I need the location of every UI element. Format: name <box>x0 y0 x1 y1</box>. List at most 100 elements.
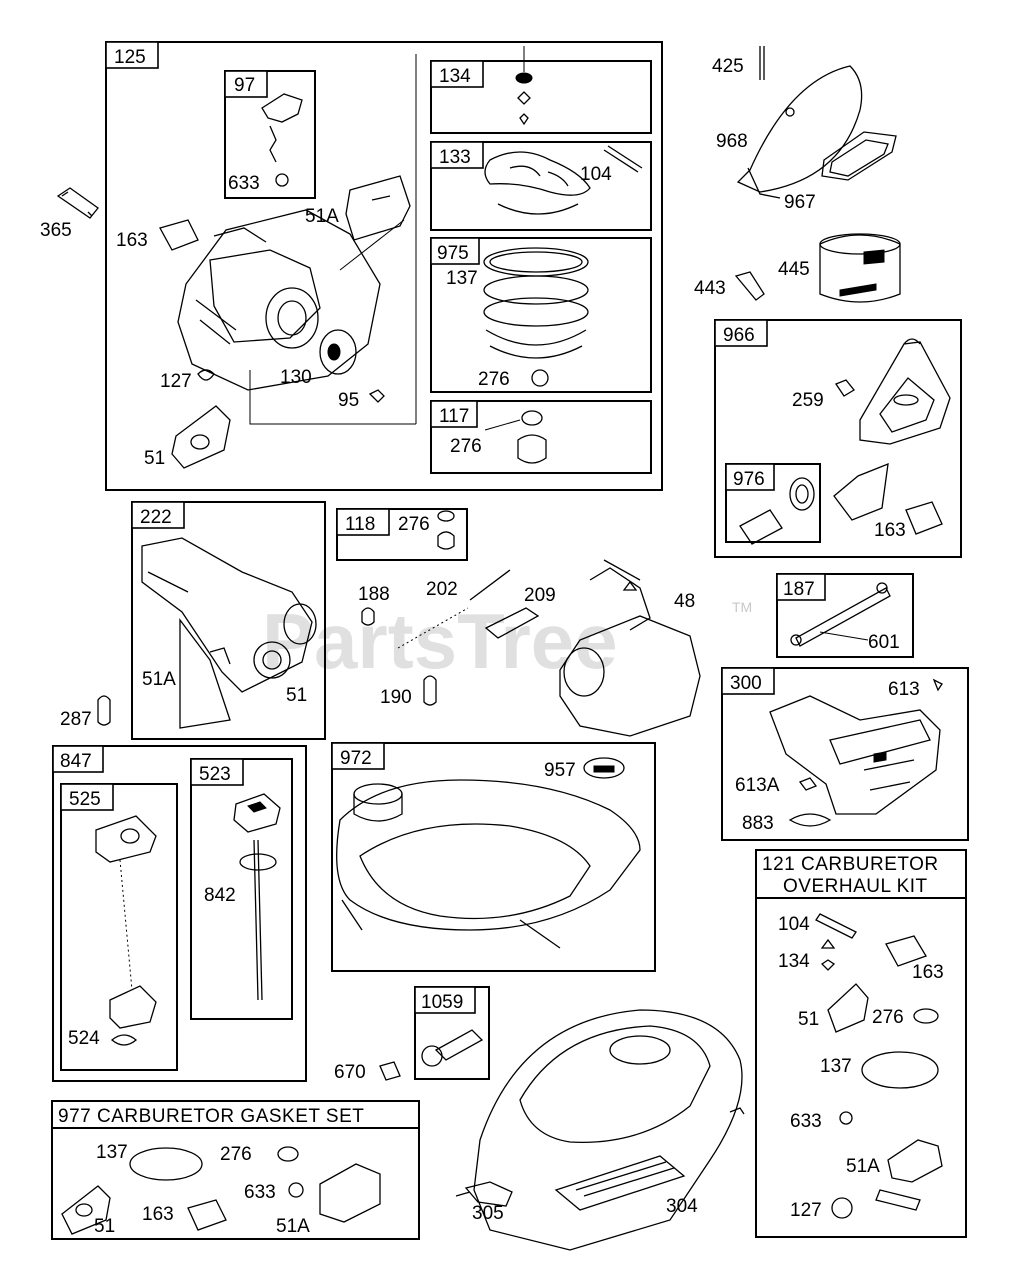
part-label-304: 304 <box>666 1196 698 1217</box>
part-label-365: 365 <box>40 220 72 241</box>
group-134[interactable]: 134 <box>430 60 652 134</box>
part-label-276: 276 <box>478 369 510 390</box>
part-label-130: 130 <box>280 367 312 388</box>
kit-977-title: 977 CARBURETOR GASKET SET <box>58 1106 364 1127</box>
link-part[interactable] <box>790 582 891 647</box>
group-300[interactable]: 300 <box>721 667 969 841</box>
muffler-part[interactable] <box>769 678 943 827</box>
kit-977-part-label-137: 137 <box>96 1142 128 1163</box>
watermark: PartsTree <box>262 597 618 685</box>
group-847-label: 847 <box>60 751 92 772</box>
part-label-51: 51 <box>144 448 165 469</box>
group-966[interactable]: 966 <box>714 319 962 558</box>
kit-121-title-line1: 121 CARBURETOR <box>762 854 939 875</box>
group-972-label: 972 <box>340 748 372 769</box>
part-label-188: 188 <box>358 584 390 605</box>
part-label-305: 305 <box>472 1203 504 1224</box>
kit-121-part-label-127: 127 <box>790 1200 822 1221</box>
part-label-443: 443 <box>694 278 726 299</box>
part-label-613: 613 <box>888 679 920 700</box>
bowl-gasket-part[interactable] <box>483 247 589 387</box>
group-97-label: 97 <box>234 75 255 96</box>
kit-121-part-label-104: 104 <box>778 914 810 935</box>
group-847[interactable]: 847 <box>52 745 307 1082</box>
kit-977-part-label-51: 51 <box>94 1216 115 1237</box>
part-label-51a: 51A <box>305 206 339 227</box>
part-label-425: 425 <box>712 56 744 77</box>
part-label-190: 190 <box>380 687 412 708</box>
kit-121-part-label-134: 134 <box>778 951 810 972</box>
primer-bulb-part[interactable] <box>261 93 303 187</box>
kit-977-part-label-276: 276 <box>220 1144 252 1165</box>
part-label-883: 883 <box>742 813 774 834</box>
part-label-842: 842 <box>204 885 236 906</box>
carburetor-assembly-part[interactable] <box>361 559 701 737</box>
part-label-524: 524 <box>68 1028 100 1049</box>
part-label-137: 137 <box>446 268 478 289</box>
plug-part[interactable] <box>437 510 455 550</box>
group-125[interactable]: 125 <box>105 41 663 491</box>
kit-121-part-label-137: 137 <box>820 1056 852 1077</box>
part-label-95: 95 <box>338 390 359 411</box>
group-975-label: 975 <box>437 243 469 264</box>
dipstick-tube-part[interactable] <box>95 815 157 1046</box>
group-117-label: 117 <box>439 406 469 427</box>
filter-part[interactable] <box>739 477 815 545</box>
needle-valve-part[interactable] <box>515 46 533 126</box>
fuel-valve-part[interactable] <box>379 1029 484 1081</box>
kit-977-part-label-163: 163 <box>142 1204 174 1225</box>
kit-121-parts[interactable] <box>815 913 943 1219</box>
gasket-51-part[interactable] <box>171 405 231 469</box>
part-label-104: 104 <box>580 164 612 185</box>
blower-housing-part[interactable] <box>455 1009 745 1251</box>
group-118[interactable]: 118 <box>336 508 468 561</box>
part-label-163: 163 <box>116 230 148 251</box>
group-1059-label: 1059 <box>421 992 463 1013</box>
group-134-label: 134 <box>439 66 471 87</box>
group-300-label: 300 <box>730 673 762 694</box>
part-label-51-b: 51 <box>286 685 307 706</box>
group-187-label: 187 <box>783 579 815 600</box>
part-365[interactable] <box>56 187 99 219</box>
part-label-957: 957 <box>544 760 576 781</box>
kit-121-part-label-51a: 51A <box>846 1156 880 1177</box>
group-133-label: 133 <box>439 147 471 168</box>
group-117[interactable]: 117 <box>430 400 652 474</box>
part-label-276-c: 276 <box>398 514 430 535</box>
group-222[interactable]: 222 <box>131 501 326 740</box>
kit-977-part-label-633: 633 <box>244 1182 276 1203</box>
gasket-163-part[interactable] <box>159 219 199 251</box>
group-523[interactable]: 523 <box>190 758 293 1020</box>
carburetor-body-part[interactable] <box>177 175 411 403</box>
part-label-209: 209 <box>524 585 556 606</box>
air-cleaner-base-part[interactable] <box>833 338 951 535</box>
part-label-127: 127 <box>160 371 192 392</box>
group-97[interactable]: 97 <box>224 70 316 199</box>
kit-121-part-label-163: 163 <box>912 962 944 983</box>
group-525-label: 525 <box>69 789 101 810</box>
group-976[interactable]: 976 <box>725 463 821 543</box>
part-label-276-b: 276 <box>450 436 482 457</box>
group-133[interactable]: 133 <box>430 141 652 231</box>
group-525[interactable]: 525 <box>60 783 178 1071</box>
kit-121-part-label-276: 276 <box>872 1007 904 1028</box>
group-976-label: 976 <box>733 469 765 490</box>
group-1059[interactable]: 1059 <box>414 986 490 1080</box>
float-part[interactable] <box>484 145 643 215</box>
kit-121-carburetor-overhaul[interactable]: 121 CARBURETOR OVERHAUL KIT <box>755 849 967 1238</box>
kit-977-parts[interactable] <box>61 1146 381 1235</box>
fuel-tank-part[interactable] <box>336 757 641 949</box>
bowl-part[interactable] <box>484 410 547 464</box>
group-975[interactable]: 975 <box>430 237 652 393</box>
part-label-287: 287 <box>60 709 92 730</box>
kit-121-part-label-633: 633 <box>790 1111 822 1132</box>
group-972[interactable]: 972 <box>331 742 656 972</box>
group-187[interactable]: 187 <box>776 573 914 658</box>
air-cleaner-cover-part[interactable] <box>734 46 901 303</box>
dipstick-part[interactable] <box>233 793 281 1001</box>
part-287[interactable] <box>97 695 111 726</box>
part-label-670: 670 <box>334 1062 366 1083</box>
kit-977-carburetor-gasket-set[interactable]: 977 CARBURETOR GASKET SET <box>51 1100 420 1240</box>
intake-manifold-part[interactable] <box>141 537 317 729</box>
